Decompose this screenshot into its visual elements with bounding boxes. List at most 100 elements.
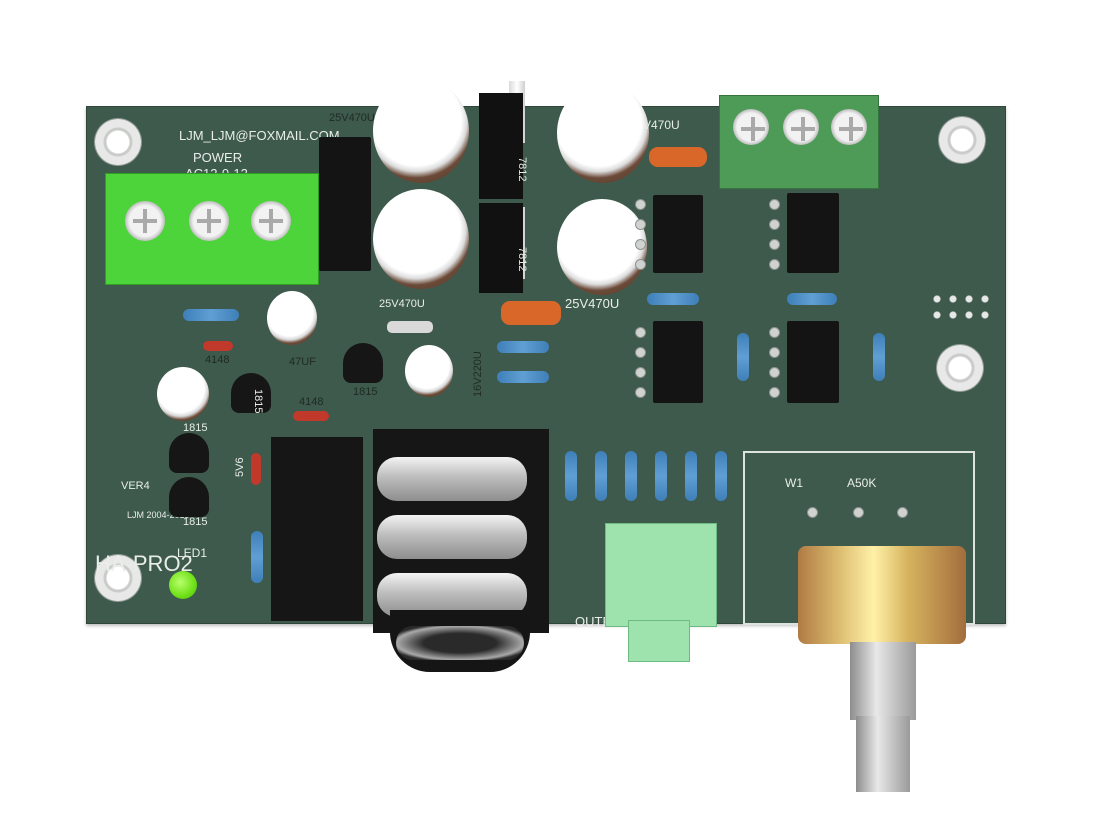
ic-pin [769, 387, 780, 398]
diode-4148-2 [293, 411, 329, 421]
cap-bottom-right-label: 25V470U [565, 296, 620, 311]
transistor-2 [231, 373, 271, 413]
mounting-hole-bottom-left [95, 555, 141, 601]
resistor [685, 451, 697, 501]
opamp-ic-3 [653, 321, 703, 403]
capacitor-top-right [557, 83, 649, 183]
mounting-hole-top-left [95, 119, 141, 165]
cap-top-left-label: 25V470U [329, 112, 375, 124]
opamp-ic-4 [787, 321, 839, 403]
resistor [737, 333, 749, 381]
capacitor-47uf [267, 291, 317, 345]
regulator-top-label: 7812 [516, 157, 528, 182]
pot-ref-label: W1 [785, 476, 803, 490]
transistor-3 [169, 433, 209, 473]
screw-icon [251, 201, 291, 241]
ic-pin [769, 199, 780, 210]
transistor-1 [343, 343, 383, 383]
pad-grid [929, 291, 995, 325]
resistor [565, 451, 577, 501]
orange-film-cap-top [649, 147, 707, 167]
resistor [497, 371, 549, 383]
credit-label: LJM 2004-2019 [127, 510, 190, 520]
mounting-hole-mid-right [937, 345, 983, 391]
resistor [251, 531, 263, 583]
cap-47uf-label: 47UF [289, 356, 316, 368]
resistor [625, 451, 637, 501]
transistor-1-label: 1815 [353, 386, 378, 398]
jack-contact-3 [377, 573, 527, 617]
orange-film-cap-bottom [501, 301, 561, 325]
diode-2-label: 4148 [299, 396, 324, 408]
potentiometer-knob-shaft [856, 716, 910, 792]
led-label: LED1 [177, 546, 208, 560]
resistor [873, 333, 885, 381]
screw-icon [831, 109, 867, 145]
screw-icon [783, 109, 819, 145]
transistor-4 [169, 477, 209, 517]
pot-value-label: A50K [847, 476, 877, 490]
pot-pin [897, 507, 908, 518]
ic-pin [769, 259, 780, 270]
headphone-jack-ring [396, 626, 524, 660]
capacitor-top-left [373, 79, 469, 183]
output-jack-barrel [628, 620, 690, 662]
email-label: LJM_LJM@FOXMAIL.COM [179, 128, 340, 143]
ic-pin [635, 387, 646, 398]
screw-icon [189, 201, 229, 241]
relay-module [319, 137, 371, 271]
regulator-bottom [479, 203, 523, 293]
potentiometer-thread [850, 642, 916, 720]
ic-pin [769, 327, 780, 338]
ic-pin [635, 259, 646, 270]
resistor [655, 451, 667, 501]
ic-pin [635, 239, 646, 250]
capacitor-left [157, 367, 209, 421]
transistor-2-label: 1815 [252, 389, 264, 414]
capacitor-16v220u [405, 345, 453, 397]
opamp-ic-1 [653, 195, 703, 273]
regulator-bottom-label: 7812 [516, 247, 528, 272]
resistor [497, 341, 549, 353]
ic-pin [635, 327, 646, 338]
diode [387, 321, 433, 333]
jack-contact-2 [377, 515, 527, 559]
transistor-4-label: 1815 [183, 516, 208, 528]
screw-icon [733, 109, 769, 145]
resistor [647, 293, 699, 305]
jack-contact-1 [377, 457, 527, 501]
cap-16v-label: 16V220U [472, 351, 484, 397]
pcb-board: LJM_LJM@FOXMAIL.COM POWER AC12-0-12 HA-P… [86, 79, 1006, 633]
regulator-top [479, 93, 523, 199]
screw-icon [125, 201, 165, 241]
ic-pin [635, 367, 646, 378]
ic-pin [769, 239, 780, 250]
ic-pin [635, 219, 646, 230]
resistor [183, 309, 239, 321]
capacitor-bottom-left [373, 189, 469, 289]
mounting-hole-top-right [939, 117, 985, 163]
ic-pin [635, 347, 646, 358]
opamp-ic-2 [787, 193, 839, 273]
ic-pin [769, 347, 780, 358]
resistor [715, 451, 727, 501]
resistor [595, 451, 607, 501]
ic-pin [769, 219, 780, 230]
zener-label: 5V6 [234, 457, 246, 477]
transistor-3-label: 1815 [183, 422, 208, 434]
potentiometer-body [798, 546, 966, 644]
model-label: HA-PRO2 [95, 551, 193, 576]
cap-bottom-left-label: 25V470U [379, 298, 425, 310]
pot-pin [853, 507, 864, 518]
ic-pin [769, 367, 780, 378]
pot-pin [807, 507, 818, 518]
version-label: VER4 [121, 480, 150, 492]
zener-diode [251, 453, 261, 485]
output-3-5mm-jack [605, 523, 717, 627]
black-component-block [271, 437, 363, 621]
diode-1-label: 4148 [205, 354, 230, 366]
capacitor-bottom-right [557, 199, 647, 295]
led-indicator [169, 571, 197, 599]
power-label: POWER [193, 150, 243, 165]
ic-pin [635, 199, 646, 210]
